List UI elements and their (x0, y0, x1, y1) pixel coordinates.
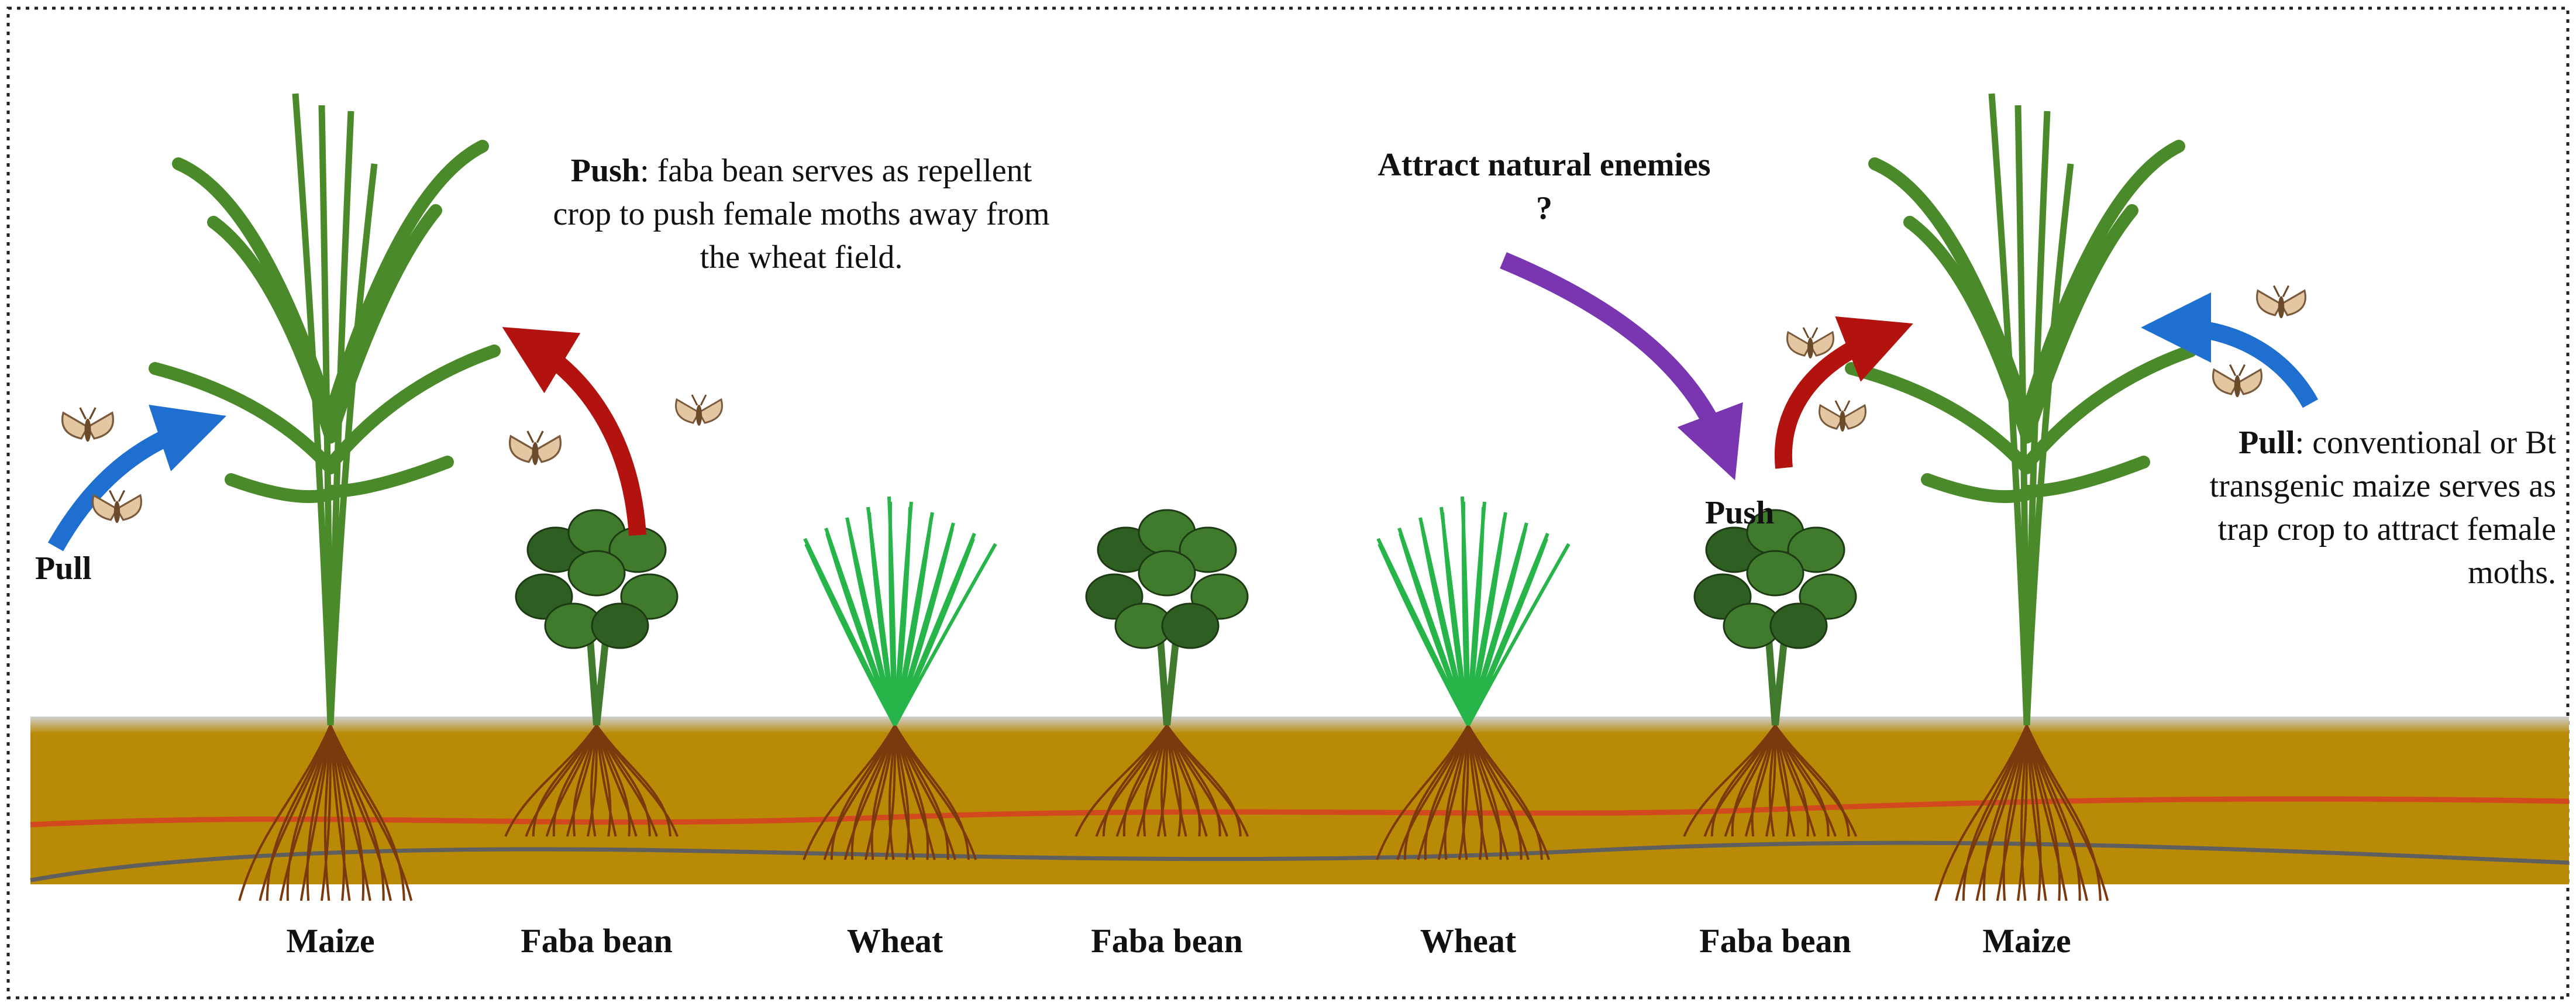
pull-annotation-body: : conventional or Bt transgenic maize se… (2209, 425, 2556, 591)
soil-line-gray (30, 840, 2570, 883)
push-arrow-left-icon (502, 327, 646, 536)
crop-label: Faba bean (1091, 922, 1243, 960)
moth-icon (1786, 327, 1834, 359)
push-annotation: Push: faba bean serves as repellent crop… (544, 149, 1059, 279)
crop-label: Faba bean (1699, 922, 1851, 960)
soil-line-orange (30, 796, 2570, 828)
crop-label: Maize (1982, 922, 2071, 960)
pull-annotation-title: Pull (2238, 425, 2295, 461)
push-label-right: Push (1705, 495, 1775, 531)
soil-band (30, 716, 2570, 884)
push-annotation-title: Push (570, 153, 640, 189)
moth-icon (2256, 285, 2306, 319)
moth-icon (61, 407, 114, 442)
moth-icon (1819, 400, 1866, 432)
moth-icon (2212, 364, 2262, 398)
roots (1075, 724, 1249, 837)
maize-plant (149, 93, 501, 901)
roots (1683, 724, 1858, 837)
crop-label: Wheat (846, 922, 943, 960)
wheat-plant (803, 496, 997, 860)
pull-arrow-right-icon (2141, 292, 2319, 408)
faba-bean-plant (504, 509, 679, 837)
crop-label: Maize (286, 922, 375, 960)
moth-icon (675, 394, 723, 426)
attract-annotation: Attract natural enemies ? (1377, 147, 1711, 226)
pull-label-left: Pull (35, 550, 92, 587)
attract-arrow-icon (1500, 252, 1743, 481)
maize-plant (1845, 93, 2197, 901)
crop-label: Faba bean (521, 922, 673, 960)
push-annotation-body: : faba bean serves as repellent crop to … (553, 153, 1050, 275)
faba-bean-plant (1075, 509, 1249, 837)
roots (504, 724, 679, 837)
crop-label: Wheat (1420, 922, 1517, 960)
faba-bean-plant (1683, 509, 1858, 837)
roots (1376, 725, 1551, 860)
pull-arrow-left-icon (47, 405, 226, 552)
roots (1934, 725, 2109, 901)
wheat-plant (1376, 496, 1571, 860)
dotted-frame (6, 6, 2570, 1000)
push-arrow-right-icon (1774, 316, 1913, 469)
pull-annotation: Pull: conventional or Bt transgenic maiz… (2158, 421, 2556, 594)
roots (238, 725, 413, 901)
moth-icon (509, 430, 562, 466)
moth-icon (92, 490, 142, 523)
roots (803, 725, 977, 860)
